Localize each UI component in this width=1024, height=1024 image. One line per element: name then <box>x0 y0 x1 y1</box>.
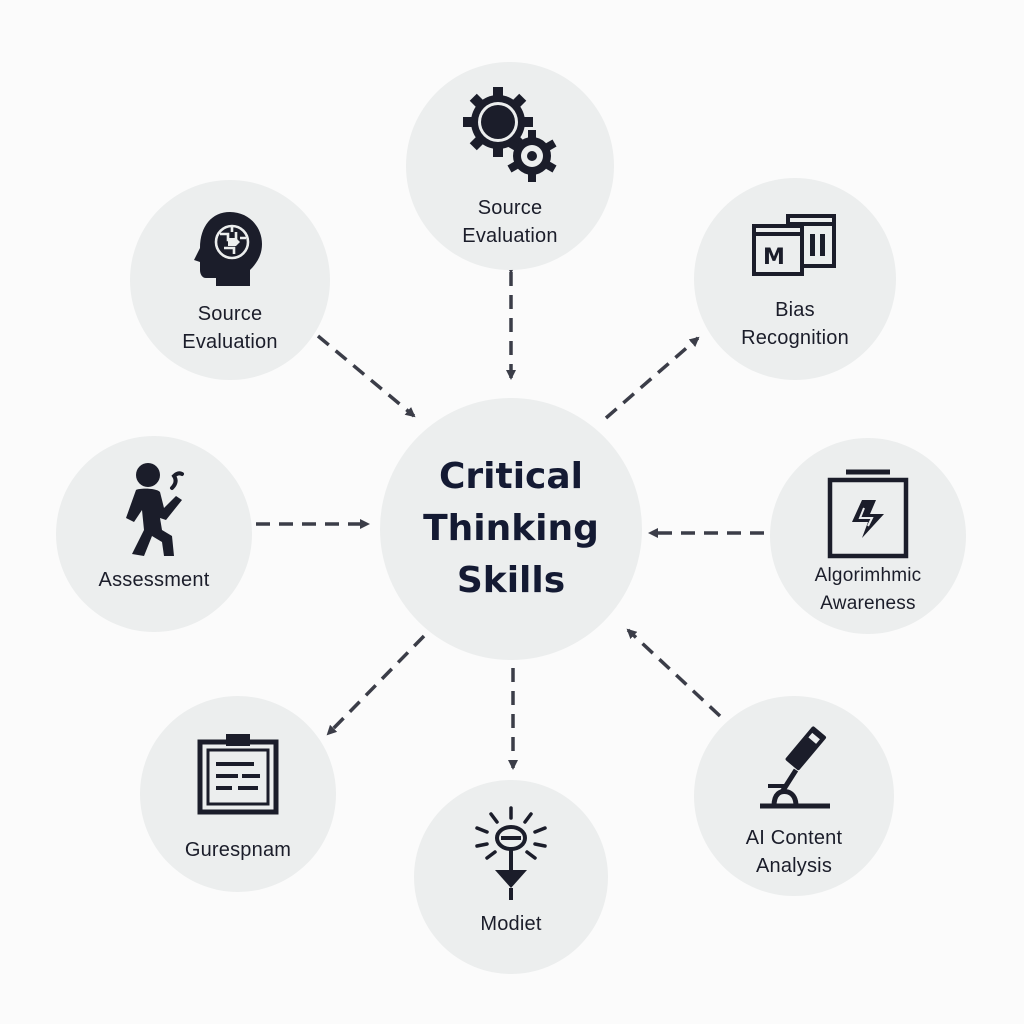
center-title: Critical Thinking Skills <box>423 456 599 601</box>
arrow-upper-left-to-center <box>316 334 416 418</box>
microscope-icon <box>760 726 830 809</box>
node-source-evaluation-left: Source Evaluation <box>130 180 330 380</box>
arrow-center-to-upper-right <box>604 336 700 420</box>
node-algorithmic-awareness: Algorimhmic Awareness <box>770 438 966 634</box>
node-assessment: Assessment <box>56 436 252 632</box>
media-frames-icon: M <box>752 214 836 276</box>
node-label: Gurespnam <box>184 839 292 861</box>
node-ai-content-analysis: AI Content Analysis <box>694 696 894 896</box>
node-source-evaluation-top: Source Evaluation <box>406 62 614 270</box>
node-label: AI Content Analysis <box>745 827 843 877</box>
node-label: Source Evaluation <box>462 197 558 247</box>
gears-icon <box>463 87 557 182</box>
lamp-rays-icon <box>475 806 547 900</box>
node-label: Bias Recognition <box>741 299 849 349</box>
person-walking-icon <box>126 463 184 556</box>
node-label: Algorimhmic Awareness <box>814 565 922 614</box>
clipboard-icon <box>197 734 279 815</box>
lightning-box-icon <box>827 469 909 559</box>
node-modiet: Modiet <box>414 780 608 974</box>
node-label: Source Evaluation <box>182 303 278 353</box>
svg-text:M: M <box>763 245 785 270</box>
arrow-lower-right-to-center <box>626 628 722 718</box>
node-bias-recognition: M Bias Recognition <box>694 178 896 380</box>
brain-head-icon <box>194 212 262 286</box>
node-label: Assessment <box>98 569 210 591</box>
center-node: Critical Thinking Skills <box>380 398 642 660</box>
arrow-center-to-lower-left <box>326 634 426 736</box>
node-label: Modiet <box>480 913 542 935</box>
node-gurespnam: Gurespnam <box>140 696 336 892</box>
